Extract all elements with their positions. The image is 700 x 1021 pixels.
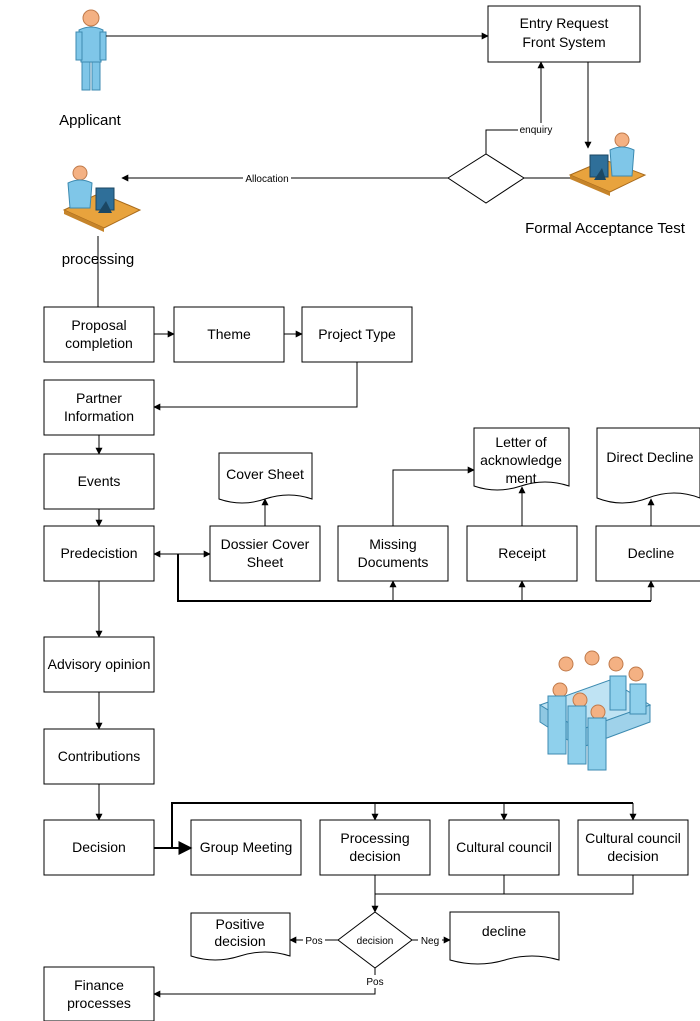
decline-doc-label: decline (482, 923, 527, 939)
positive-decision-document: Positive decision (190, 912, 291, 961)
enquiry-edge-label: enquiry (520, 125, 553, 136)
proposal-line-1: Proposal (71, 317, 126, 333)
advisory-node: Advisory opinion (43, 636, 155, 693)
missing-line-2: Documents (358, 554, 429, 570)
ccd-line-2: decision (607, 848, 658, 864)
cover-sheet-document: Cover Sheet (218, 452, 313, 504)
theme-label: Theme (207, 326, 251, 342)
decision-diamond-label: decision (357, 936, 394, 947)
edge-diamond-finance (153, 968, 376, 998)
processing-decision-line-1: Processing (340, 830, 409, 846)
project-type-label: Project Type (318, 326, 396, 342)
positive-line-1: Positive (215, 916, 264, 932)
neg-edge-label: Neg (421, 936, 439, 947)
proposal-node: Proposal completion (43, 306, 155, 363)
cultural-council-decision-node: Cultural council decision (577, 819, 689, 876)
project-type-node: Project Type (301, 306, 413, 363)
receipt-label: Receipt (498, 545, 546, 561)
decline-document: decline (449, 911, 560, 965)
partner-node: Partner Information (43, 379, 155, 436)
enquiry-diamond (447, 153, 525, 204)
theme-node: Theme (173, 306, 285, 363)
advisory-label: Advisory opinion (48, 656, 151, 672)
decline-node: Decline (595, 525, 700, 582)
cultural-council-node: Cultural council (448, 819, 560, 876)
edge-cultural-join (375, 875, 505, 895)
group-meeting-node: Group Meeting (190, 819, 302, 876)
predecision-node: Predecistion (43, 525, 155, 582)
direct-decline-label: Direct Decline (606, 449, 693, 465)
pos-down-edge-label: Pos (366, 977, 383, 988)
letter-line-2: acknowledge (480, 452, 562, 468)
applicant-label: Applicant (59, 112, 122, 129)
finance-line-1: Finance (74, 977, 124, 993)
ccd-line-1: Cultural council (585, 830, 681, 846)
processing-decision-node: Processing decision (319, 819, 431, 876)
contributions-label: Contributions (58, 748, 141, 764)
events-node: Events (43, 453, 155, 510)
decision-label: Decision (72, 839, 126, 855)
edge-project-partner (153, 362, 358, 411)
processing-decision-line-2: decision (349, 848, 400, 864)
allocation-edge-label: Allocation (245, 174, 288, 185)
decision-node: Decision (43, 819, 155, 876)
meeting-icon (538, 650, 652, 771)
letter-line-1: Letter of (495, 434, 546, 450)
letter-line-3: ment (505, 470, 536, 486)
formal-acceptance-workstation-icon (568, 132, 647, 196)
edge-bus-underside (177, 554, 651, 602)
pos-left-edge-label: Pos (305, 936, 322, 947)
cultural-council-label: Cultural council (456, 839, 552, 855)
group-meeting-label: Group Meeting (200, 839, 293, 855)
dossier-line-2: Sheet (247, 554, 284, 570)
dossier-line-1: Dossier Cover (221, 536, 310, 552)
edge-decision-top-bus (171, 802, 633, 848)
partner-line-2: Information (64, 408, 134, 424)
entry-request-line-1: Entry Request (520, 15, 609, 31)
decline-label: Decline (628, 545, 675, 561)
decision-diamond: decision (337, 911, 413, 969)
positive-line-2: decision (214, 933, 265, 949)
formal-acceptance-label: Formal Acceptance Test (525, 220, 686, 237)
finance-line-2: processes (67, 995, 131, 1011)
events-label: Events (78, 473, 121, 489)
missing-documents-node: Missing Documents (337, 525, 449, 582)
edge-enquiry (485, 61, 545, 154)
entry-request-node: Entry Request Front System (487, 5, 641, 63)
edge-missing-letter (392, 466, 475, 526)
missing-line-1: Missing (369, 536, 416, 552)
contributions-node: Contributions (43, 728, 155, 785)
finance-node: Finance processes (43, 966, 155, 1021)
edge-ccd-join (504, 875, 634, 895)
proposal-line-2: completion (65, 335, 133, 351)
dossier-node: Dossier Cover Sheet (209, 525, 321, 582)
cover-sheet-label: Cover Sheet (226, 466, 304, 482)
receipt-node: Receipt (466, 525, 578, 582)
partner-line-1: Partner (76, 390, 122, 406)
direct-decline-document: Direct Decline (596, 427, 700, 504)
predecision-label: Predecistion (60, 545, 137, 561)
processing-workstation-icon (62, 165, 142, 232)
letter-document: Letter of acknowledge ment (473, 427, 570, 491)
entry-request-line-2: Front System (522, 34, 605, 50)
applicant-person-icon (75, 9, 107, 91)
